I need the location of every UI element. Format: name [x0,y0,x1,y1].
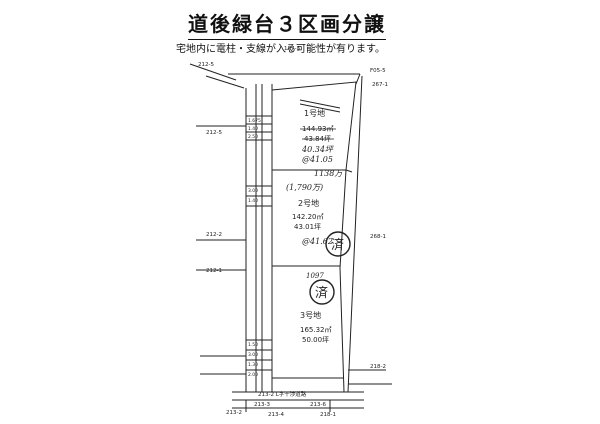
road-code-left-upper: 212-5 [206,130,222,136]
dim-8: 1.30 [248,362,258,368]
lot-1-name: 1号地 [304,108,325,118]
hand-note-between-1-2: 1138万 [314,169,344,178]
lot-2-name: 2号地 [298,198,319,208]
road-code-right-top: F05-5 [370,68,386,74]
road-code-right-bottom: 218-2 [370,364,386,370]
road-code-left-mid: 212-2 [206,232,222,238]
dim-5: 1.40 [248,198,258,204]
road-code-top: 187-3 [284,46,300,52]
notice-text: 宅地内に電柱・支線が入る可能性が有ります。 [176,44,385,55]
lot-3-hand-note: 1097 [306,272,324,280]
dim-2: 1.40 [248,126,258,132]
lot-1-price-hand: @41.05 [302,155,333,164]
lot-1-area-hand: 40.34坪 [301,145,335,154]
road-code-left-lower: 212-1 [206,268,222,274]
lot-3-stamp-circle [309,279,335,305]
lot-2: (1,790万) 2号地 142.20㎡ 43.01坪 @41.62 済 [286,183,351,257]
lot-2-area: 142.20㎡ [292,213,324,221]
road-code-bottom-f: 218-1 [320,412,336,418]
dim-3: 2.50 [248,134,258,140]
page-title: 道後緑台３区画分譲 [188,8,386,40]
lot-3-stamp: 済 [315,285,328,301]
lot-2-tsubo: 43.01坪 [294,223,321,231]
road-code-right-top2: 267-1 [372,82,388,88]
dim-7: 3.00 [248,352,258,358]
road-code-bottom-e: 213-4 [268,412,284,418]
road-code-top-left: 212-5 [198,62,214,68]
lot-2-stamp-circle [325,231,351,257]
lot-1: 1号地 144.93㎡ 43.84坪 40.34坪 @41.05 [300,108,336,164]
lot-3-area: 165.32㎡ [300,326,332,334]
lot-3-name: 3号地 [300,310,321,320]
road-code-bottom-b: 213-3 [254,402,270,408]
dim-9: 2.00 [248,372,258,378]
lot-3: 1097 済 3号地 165.32㎡ 50.00坪 [300,272,335,344]
lot-2-hand-note: (1,790万) [286,183,323,192]
dim-1: 1.675 [248,118,261,124]
lot-2-price-hand: @41.62 [302,237,333,246]
road-code-right-mid: 268-1 [370,234,386,240]
road-code-bottom-c: 213-6 [310,402,326,408]
dim-6: 1.50 [248,342,258,348]
lot-2-stamp: 済 [331,237,344,253]
road-code-bottom-d: 213-2 [226,410,242,416]
bottom-label: 213-2 L字干渉道路 [258,390,307,398]
lot-3-tsubo: 50.00坪 [302,336,329,344]
dim-4: 3.00 [248,188,258,194]
